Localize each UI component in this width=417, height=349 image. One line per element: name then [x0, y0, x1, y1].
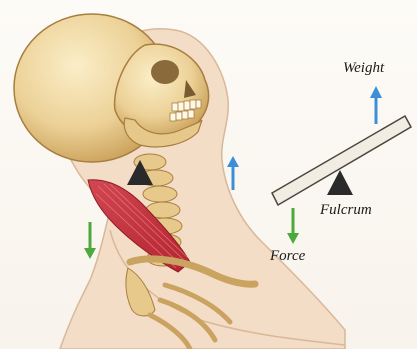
fulcrum-label: Fulcrum — [320, 202, 372, 219]
arrow-up-icon — [227, 156, 239, 190]
arrow-down-icon — [84, 222, 96, 259]
force-label: Force — [270, 248, 305, 265]
weight-arrow-up-icon — [370, 86, 382, 124]
weight-label: Weight — [343, 60, 384, 77]
force-arrow-down-icon — [287, 208, 299, 244]
eye-socket — [151, 60, 179, 84]
